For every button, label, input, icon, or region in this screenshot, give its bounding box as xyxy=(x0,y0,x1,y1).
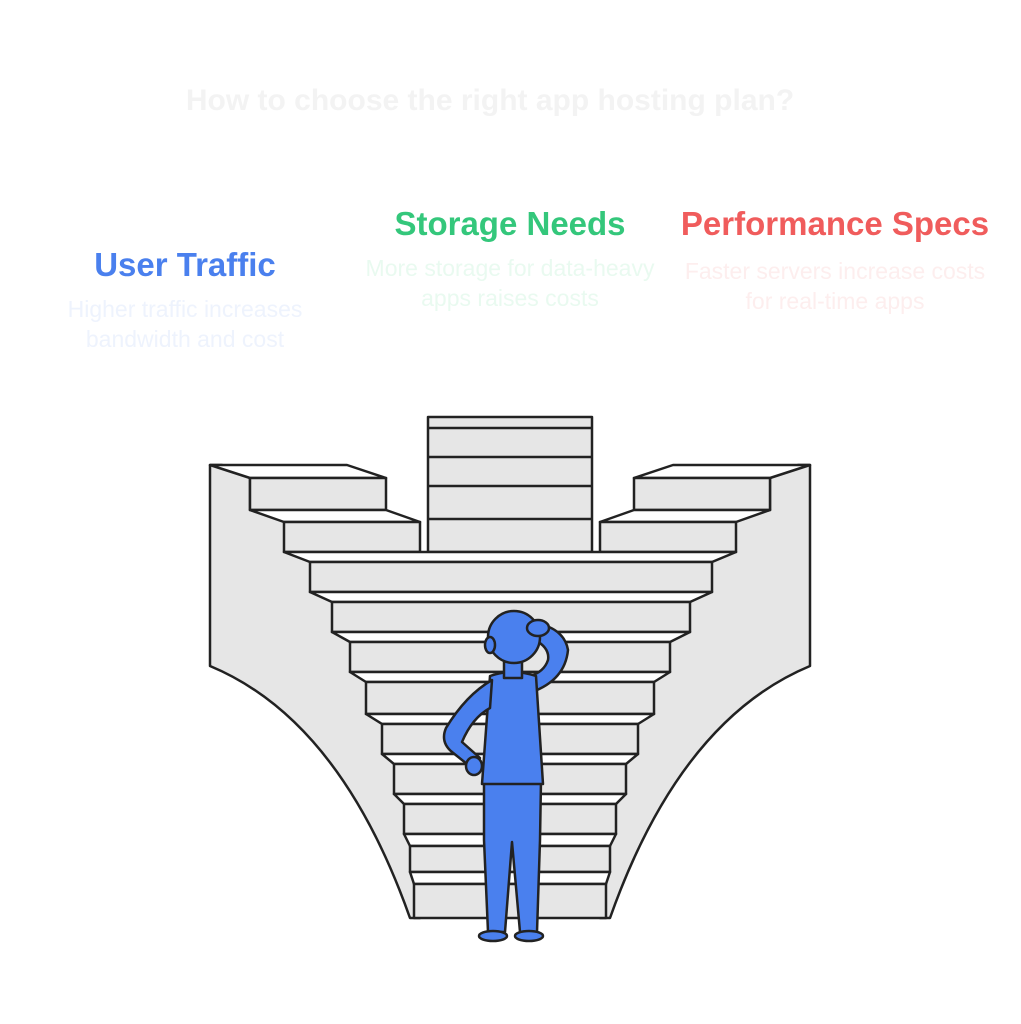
option-storage-needs: Storage Needs More storage for data-heav… xyxy=(350,203,670,313)
option-heading: Performance Specs xyxy=(680,205,990,242)
option-description: Faster servers increase costs for real-t… xyxy=(684,258,986,314)
option-heading: User Traffic xyxy=(94,246,276,283)
person-figure xyxy=(442,609,570,943)
left-steps xyxy=(208,463,422,554)
hand-on-hip xyxy=(464,755,484,777)
option-performance-specs: Performance Specs Faster servers increas… xyxy=(670,203,1000,316)
person-head xyxy=(486,609,542,665)
hand-on-head xyxy=(525,618,551,638)
center-tower xyxy=(426,415,594,554)
right-shoe xyxy=(513,929,545,943)
person-ear xyxy=(483,635,497,655)
hip-arm xyxy=(442,678,494,770)
option-user-traffic: User Traffic Higher traffic increases ba… xyxy=(20,244,350,354)
option-description: More storage for data-heavy apps raises … xyxy=(365,255,655,311)
option-description: Higher traffic increases bandwidth and c… xyxy=(67,296,303,352)
page-title: How to choose the right app hosting plan… xyxy=(185,84,795,117)
right-steps xyxy=(598,463,812,554)
option-heading: Storage Needs xyxy=(394,205,626,242)
left-shoe xyxy=(477,929,509,943)
person-legs xyxy=(482,778,543,934)
